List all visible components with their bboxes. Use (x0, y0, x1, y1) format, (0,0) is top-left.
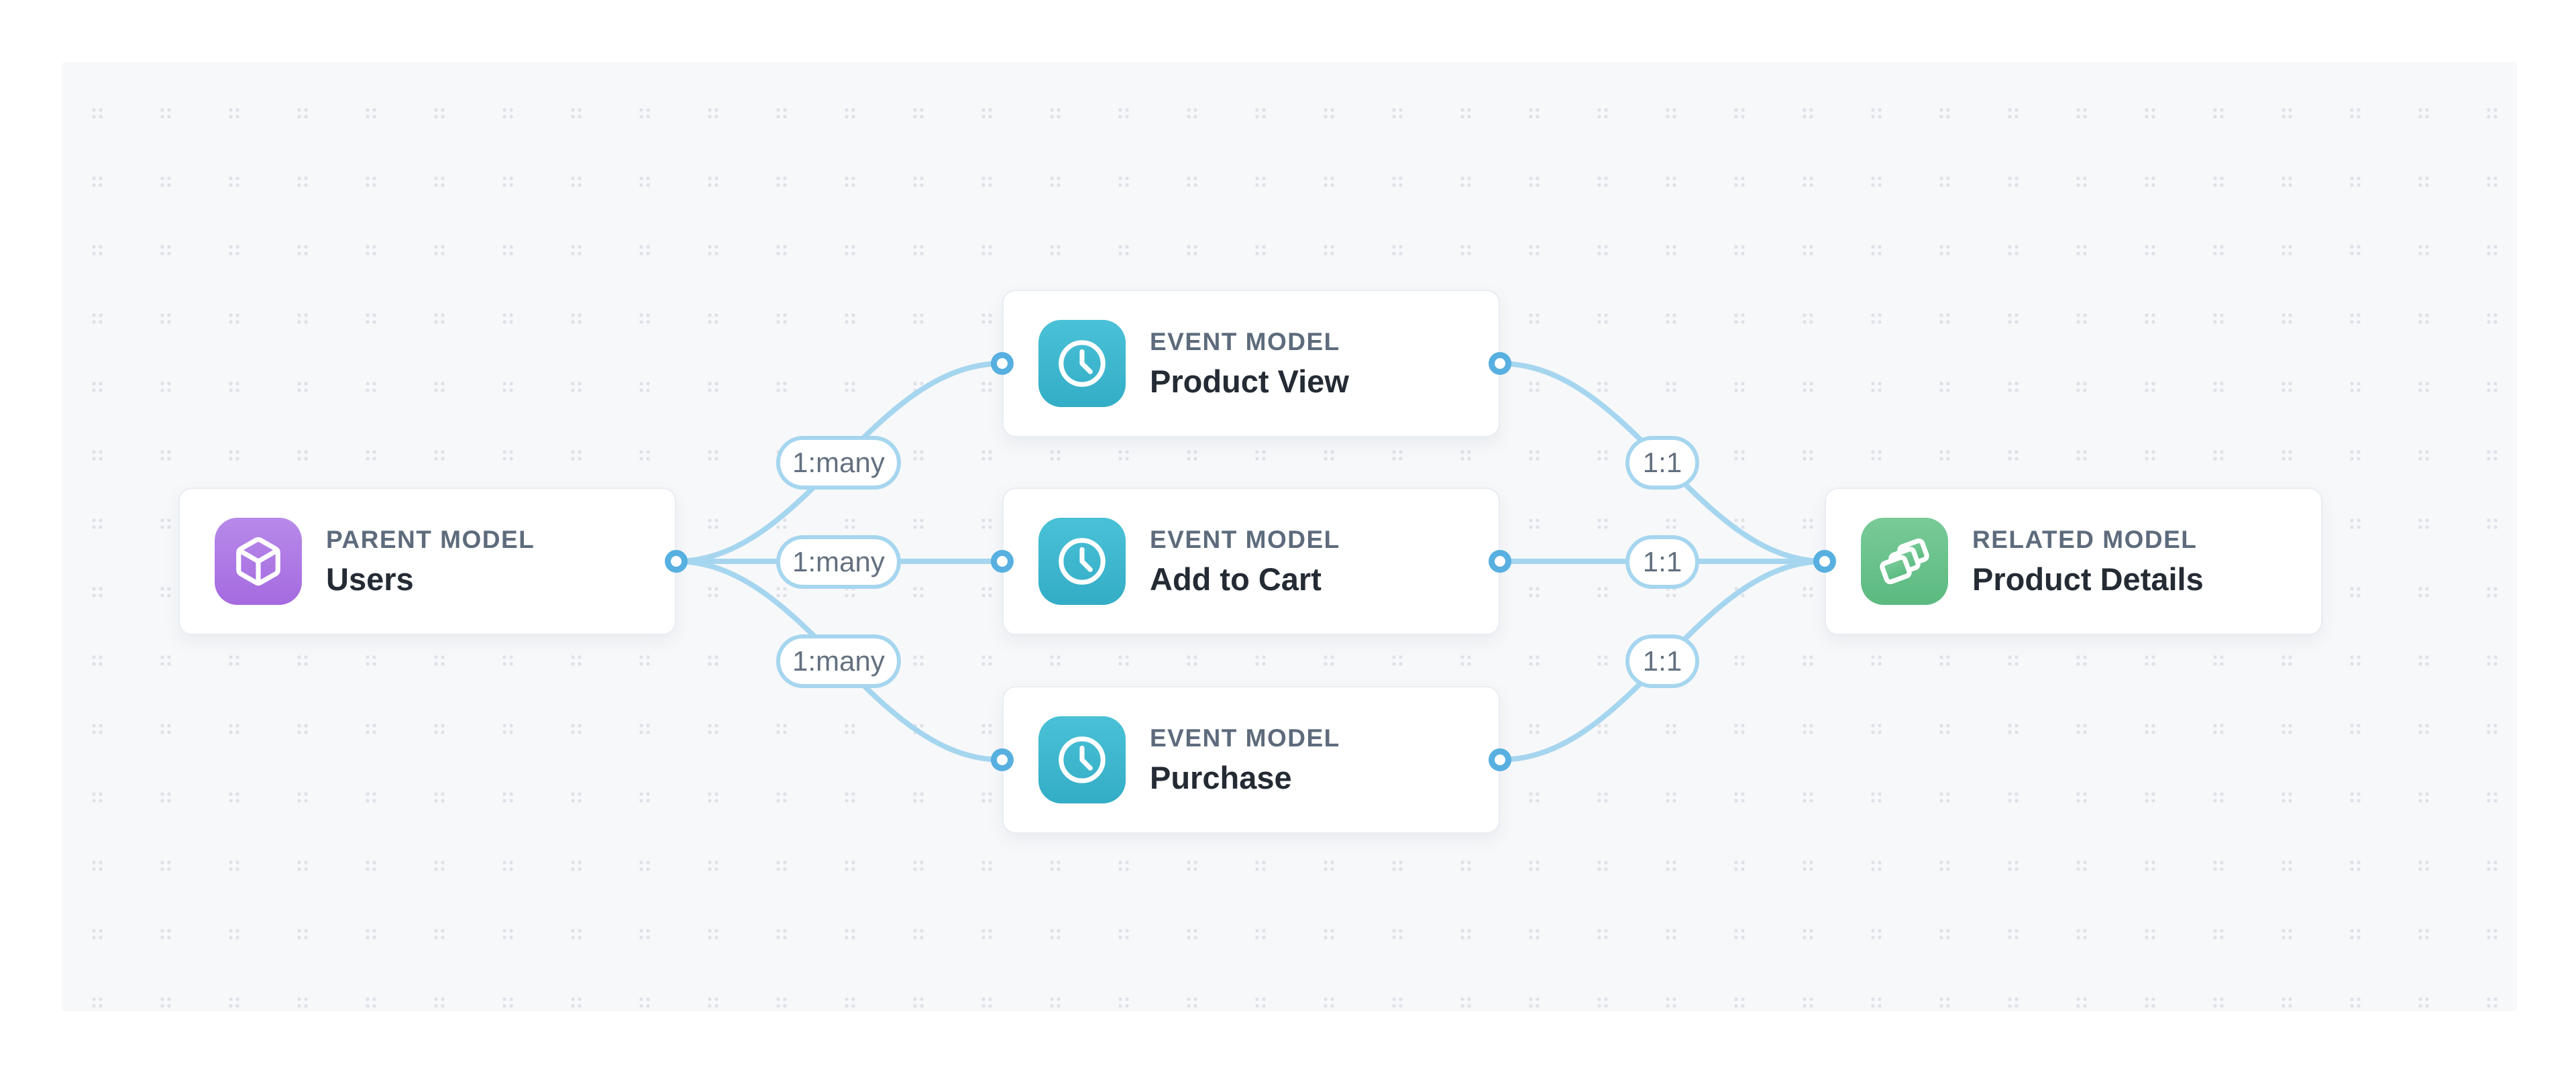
edge-label-pill: 1:1 (1625, 436, 1699, 490)
edge-label-pill: 1:1 (1625, 535, 1699, 589)
connection-port[interactable] (1813, 550, 1836, 573)
connection-port[interactable] (991, 352, 1014, 375)
model-type-label: PARENT MODEL (326, 525, 535, 553)
model-title: Add to Cart (1150, 561, 1322, 597)
node-card-purchase[interactable]: EVENT MODEL Purchase (1002, 686, 1500, 834)
model-type-label: RELATED MODEL (1972, 525, 2198, 553)
connection-port[interactable] (991, 748, 1014, 771)
model-type-label: EVENT MODEL (1150, 327, 1340, 355)
edge-label-pill: 1:many (776, 436, 901, 490)
edge-label-pill: 1:1 (1625, 634, 1699, 688)
connection-port[interactable] (665, 550, 688, 573)
node-card-add-to-cart[interactable]: EVENT MODEL Add to Cart (1002, 488, 1500, 635)
model-title: Users (326, 561, 414, 597)
connection-port[interactable] (1489, 748, 1511, 771)
connection-port[interactable] (991, 550, 1014, 573)
node-card-product-details[interactable]: RELATED MODEL Product Details (1825, 488, 2322, 635)
model-title: Product Details (1972, 561, 2204, 597)
node-card-users[interactable]: PARENT MODEL Users (178, 488, 676, 635)
edge-label-pill: 1:many (776, 634, 901, 688)
model-type-label: EVENT MODEL (1150, 724, 1340, 752)
connection-port[interactable] (1489, 352, 1511, 375)
clock-icon (1038, 518, 1126, 605)
box-icon (215, 518, 302, 605)
connection-port[interactable] (1489, 550, 1511, 573)
model-type-label: EVENT MODEL (1150, 525, 1340, 553)
node-card-product-view[interactable]: EVENT MODEL Product View (1002, 290, 1500, 437)
model-title: Product View (1150, 363, 1349, 399)
dotted-canvas[interactable]: 1:many 1:many 1:many 1:1 1:1 1:1 PARENT … (62, 62, 2517, 1011)
clock-icon (1038, 320, 1126, 407)
model-title: Purchase (1150, 759, 1292, 795)
layers-icon (1861, 518, 1948, 605)
edge-label-pill: 1:many (776, 535, 901, 589)
clock-icon (1038, 716, 1126, 803)
